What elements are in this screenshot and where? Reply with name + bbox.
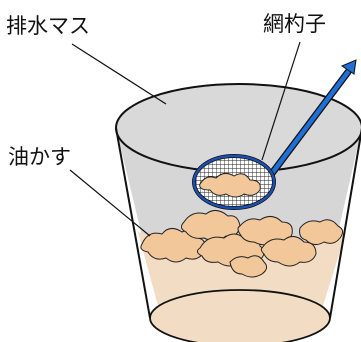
leader-drain-basin (71, 43, 167, 105)
basin-bottom (149, 289, 331, 342)
leader-oil-scum (69, 169, 151, 237)
leader-mesh-ladle (261, 41, 301, 161)
basin-left-wall (115, 127, 151, 319)
oil-scum-layer (140, 210, 344, 278)
basin-right-wall (329, 127, 361, 319)
label-oil-scum: 油かす (8, 145, 71, 169)
ladle-bowl (192, 154, 276, 210)
label-mesh-ladle: 網杓子 (263, 12, 326, 36)
ladle-handle (266, 59, 357, 180)
label-drain-basin: 排水マス (6, 14, 90, 38)
